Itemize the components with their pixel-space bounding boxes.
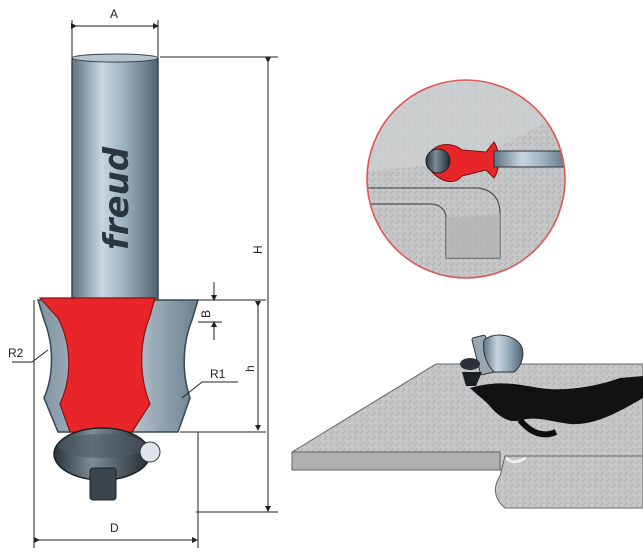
dim-b-label: B bbox=[199, 310, 213, 318]
brand-logo: freud bbox=[97, 146, 137, 250]
dim-d-label: D bbox=[110, 521, 119, 535]
carbide-cutter bbox=[38, 297, 156, 433]
dimension-lines bbox=[12, 20, 278, 548]
dim-r1-label: R1 bbox=[210, 367, 226, 381]
router-bit-icon: freud bbox=[36, 53, 200, 501]
countertop-icon bbox=[291, 334, 643, 509]
dim-h-label: H bbox=[251, 245, 265, 254]
dim-h-small-label: h bbox=[243, 365, 257, 372]
dim-r2-label: R2 bbox=[8, 346, 24, 360]
magnifier-circle-icon bbox=[366, 79, 566, 279]
dim-a-label: A bbox=[110, 7, 118, 21]
routed-groove bbox=[470, 376, 643, 425]
